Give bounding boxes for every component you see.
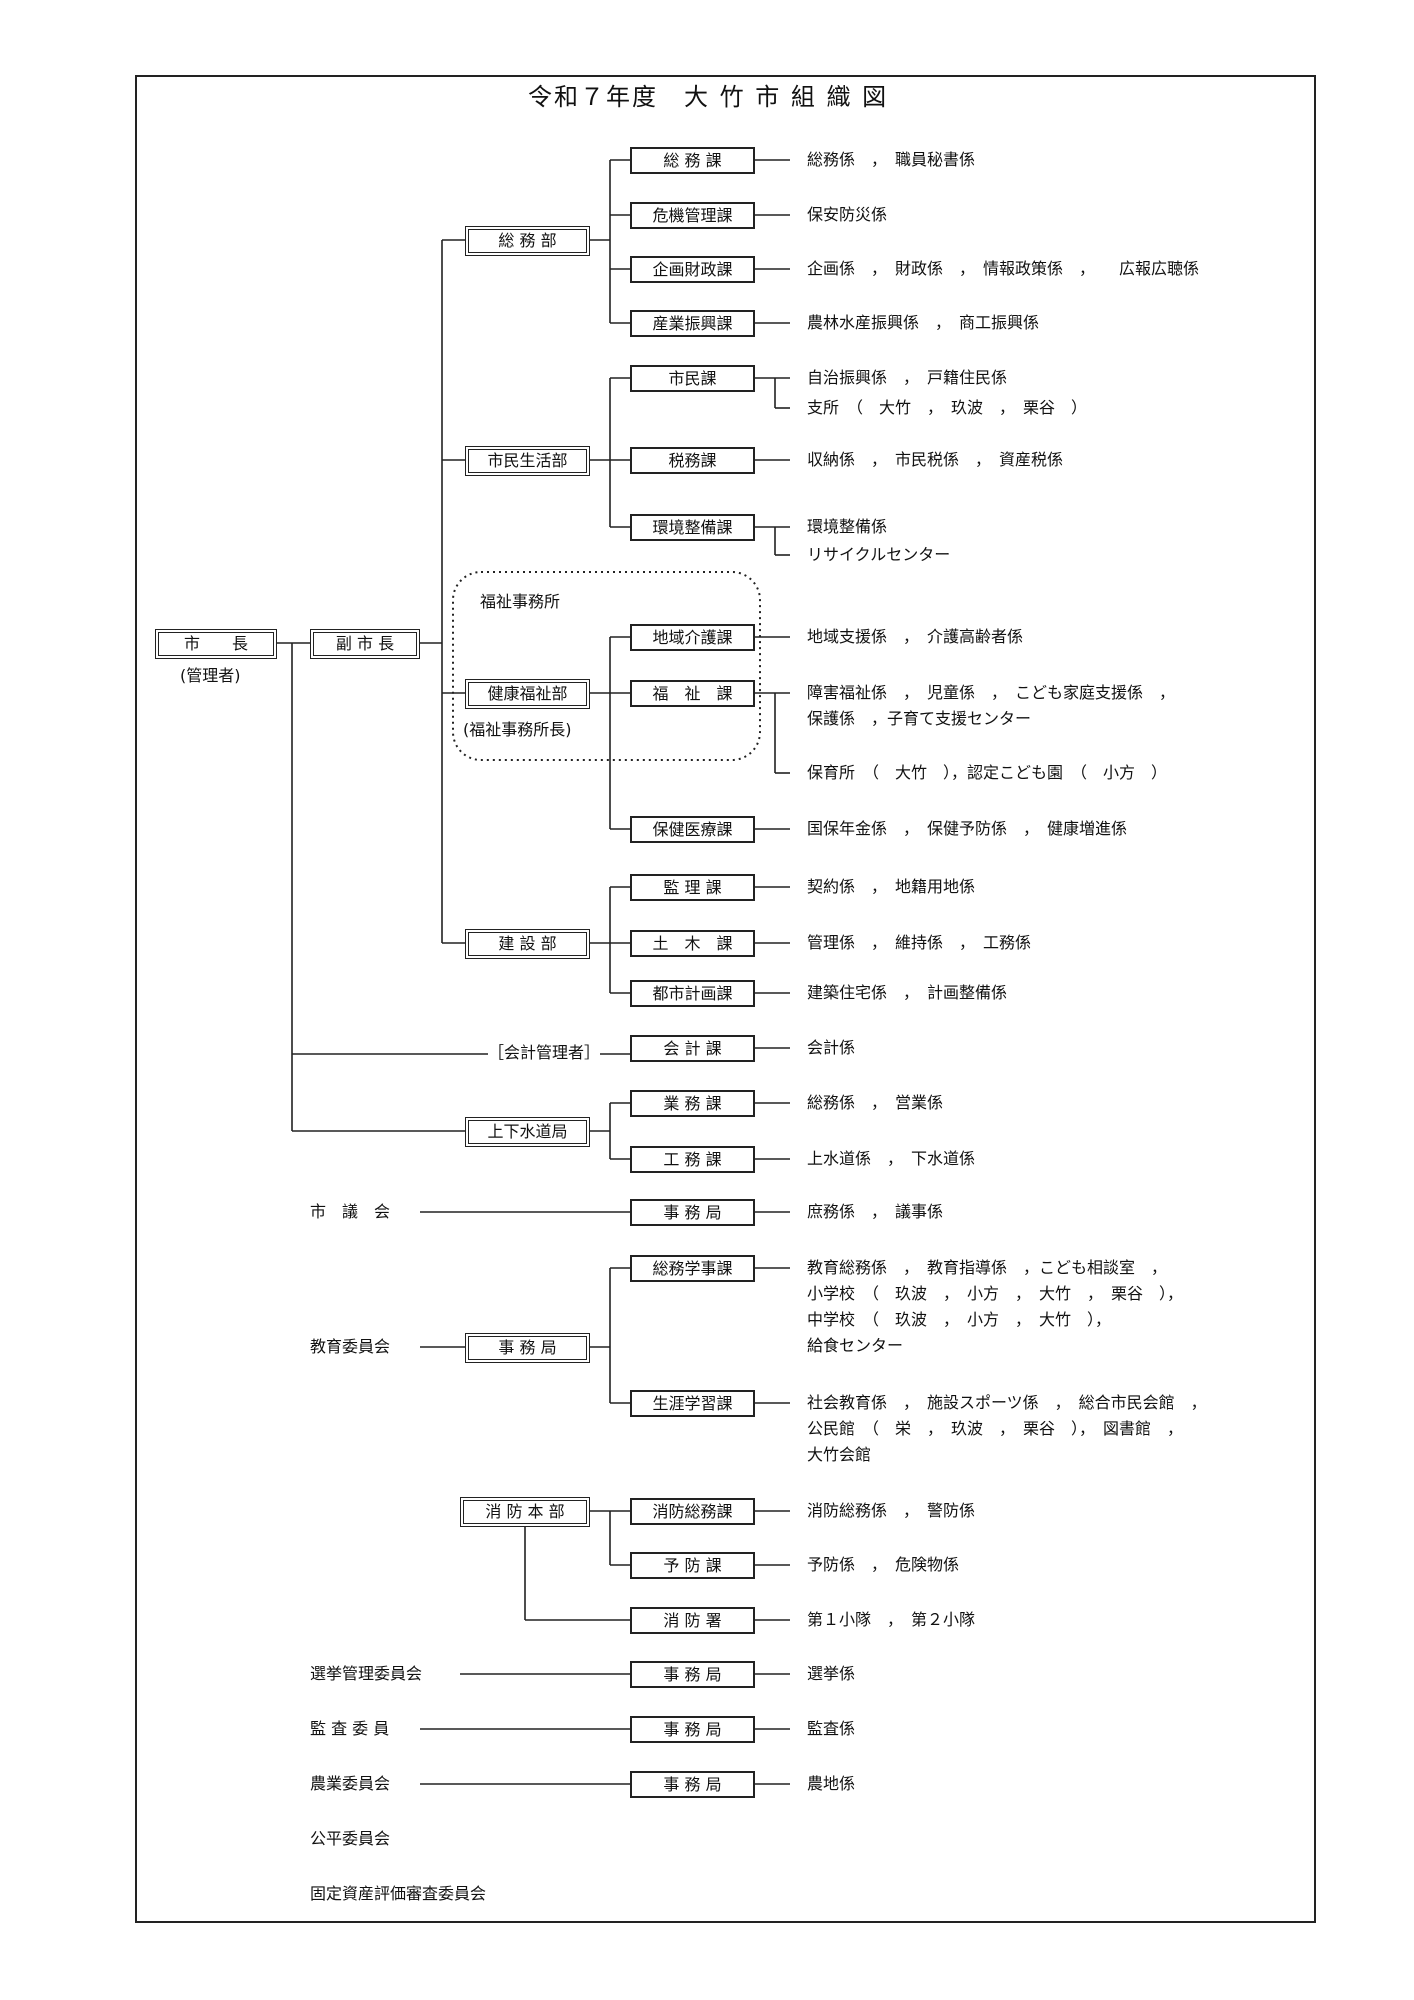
- section-kyoiku-somu: 総務学事課: [630, 1255, 755, 1282]
- units-kiki: 保安防災係: [807, 205, 888, 224]
- mayor-box: 市 長: [155, 629, 277, 659]
- section-kikaku: 企画財政課: [630, 256, 755, 283]
- welfare-office-label: 福祉事務所: [480, 592, 561, 611]
- units-kankyo-2: リサイクルセンター: [807, 545, 951, 564]
- accounting-manager-label: ［会計管理者］: [488, 1043, 601, 1063]
- committee-kohei: 公平委員会: [310, 1829, 391, 1848]
- section-fukushi: 福 祉 課: [630, 680, 755, 707]
- units-kyoiku-somu-3: 中学校 （ 玖波 ， 小方 ， 大竹 ），: [807, 1310, 1112, 1329]
- units-fukushi-1: 障害福祉係 ， 児童係 ， こども家庭支援係 ，: [807, 683, 1176, 702]
- committee-kotei: 固定資産評価審査委員会: [310, 1884, 487, 1903]
- section-somuka: 総 務 課: [630, 147, 755, 174]
- section-doboku: 土 木 課: [630, 930, 755, 957]
- committee-nogyo: 農業委員会: [310, 1774, 391, 1793]
- section-gikai-jimu: 事 務 局: [630, 1199, 755, 1226]
- units-shoboshu: 第１小隊 ， 第２小隊: [807, 1610, 976, 1629]
- units-kankyo-1: 環境整備係: [807, 517, 888, 536]
- mayor-note: (管理者): [180, 666, 241, 685]
- units-kikaku: 企画係 ， 財政係 ， 情報政策係 ， 広報広聴係: [807, 259, 1200, 278]
- committee-kyoiku-jimu: 事 務 局: [465, 1333, 590, 1363]
- section-kanri: 監 理 課: [630, 874, 755, 901]
- dept-shimin: 市民生活部: [465, 446, 590, 476]
- units-kaikei: 会計係: [807, 1038, 856, 1057]
- units-chiiki: 地域支援係 ， 介護高齢者係: [807, 627, 1024, 646]
- deputy-mayor-box: 副 市 長: [310, 629, 420, 659]
- section-kankyo: 環境整備課: [630, 514, 755, 541]
- section-nogyo-jimu: 事 務 局: [630, 1771, 755, 1798]
- dept-kensetsu: 建 設 部: [465, 929, 590, 959]
- units-fukushi-2: 保護係 ，子育て支援センター: [807, 709, 1032, 728]
- units-senkyo-jimu: 選挙係: [807, 1664, 856, 1683]
- section-toshi: 都市計画課: [630, 980, 755, 1007]
- section-chiiki: 地域介護課: [630, 624, 755, 651]
- section-komu: 工 務 課: [630, 1146, 755, 1173]
- section-shoboshu: 消 防 署: [630, 1607, 755, 1634]
- dept-kenko: 健康福祉部: [465, 679, 590, 709]
- units-kyoiku-somu-2: 小学校 （ 玖波 ， 小方 ， 大竹 ， 栗谷 ），: [807, 1284, 1184, 1303]
- section-senkyo-jimu: 事 務 局: [630, 1661, 755, 1688]
- section-shiminka: 市民課: [630, 365, 755, 392]
- section-shogai: 生涯学習課: [630, 1390, 755, 1417]
- units-zeimu: 収納係 ， 市民税係 ， 資産税係: [807, 450, 1064, 469]
- committee-gikai: 市 議 会: [310, 1202, 391, 1221]
- units-shiminka-2: 支所 （ 大竹 ， 玖波 ， 栗谷 ）: [807, 398, 1088, 417]
- committee-kyoiku: 教育委員会: [310, 1337, 391, 1356]
- units-kyoiku-somu-4: 給食センター: [807, 1336, 904, 1355]
- units-shogai-3: 大竹会館: [807, 1445, 872, 1464]
- units-hoken: 国保年金係 ， 保健予防係 ， 健康増進係: [807, 819, 1128, 838]
- units-gyomu: 総務係 ， 営業係: [807, 1093, 944, 1112]
- dept-suido: 上下水道局: [465, 1117, 590, 1147]
- section-kaikei: 会 計 課: [630, 1035, 755, 1062]
- units-shogai-1: 社会教育係 ， 施設スポーツ係 ， 総合市民会館 ，: [807, 1393, 1207, 1412]
- section-sangyo: 産業振興課: [630, 310, 755, 337]
- welfare-office-boundary: [452, 571, 761, 761]
- units-kyoiku-somu-1: 教育総務係 ， 教育指導係 ，こども相談室 ，: [807, 1258, 1168, 1277]
- units-yobo: 予防係 ， 危険物係: [807, 1555, 960, 1574]
- units-shobo-somu: 消防総務係 ， 警防係: [807, 1501, 976, 1520]
- units-komu: 上水道係 ， 下水道係: [807, 1149, 976, 1168]
- units-sangyo: 農林水産振興係 ， 商工振興係: [807, 313, 1040, 332]
- units-kansa-jimu: 監査係: [807, 1719, 856, 1738]
- section-zeimu: 税務課: [630, 447, 755, 474]
- units-shiminka-1: 自治振興係 ， 戸籍住民係: [807, 368, 1008, 387]
- committee-kansa: 監 査 委 員: [310, 1719, 390, 1738]
- section-kiki: 危機管理課: [630, 202, 755, 229]
- units-doboku: 管理係 ， 維持係 ， 工務係: [807, 933, 1032, 952]
- units-nogyo-jimu: 農地係: [807, 1774, 856, 1793]
- units-somuka: 総務係 ， 職員秘書係: [807, 150, 976, 169]
- units-shogai-2: 公民館 （ 栄 ， 玖波 ， 栗谷 ）， 図書館 ，: [807, 1419, 1184, 1438]
- section-gyomu: 業 務 課: [630, 1090, 755, 1117]
- dept-kenko-note: (福祉事務所長): [463, 720, 572, 739]
- page-title: 令和７年度 大 竹 市 組 織 図: [528, 83, 889, 111]
- dept-somu: 総 務 部: [465, 226, 590, 256]
- chart-frame: [135, 75, 1316, 1923]
- section-hoken: 保健医療課: [630, 816, 755, 843]
- committee-senkyo: 選挙管理委員会: [310, 1664, 423, 1683]
- units-kanri: 契約係 ， 地籍用地係: [807, 877, 976, 896]
- units-gikai-jimu: 庶務係 ， 議事係: [807, 1202, 944, 1221]
- section-kansa-jimu: 事 務 局: [630, 1716, 755, 1743]
- section-yobo: 予 防 課: [630, 1552, 755, 1579]
- committee-shobo: 消 防 本 部: [460, 1497, 590, 1527]
- units-toshi: 建築住宅係 ， 計画整備係: [807, 983, 1008, 1002]
- units-fukushi-3: 保育所 （ 大竹 ），認定こども園 （ 小方 ）: [807, 763, 1168, 782]
- section-shobo-somu: 消防総務課: [630, 1498, 755, 1525]
